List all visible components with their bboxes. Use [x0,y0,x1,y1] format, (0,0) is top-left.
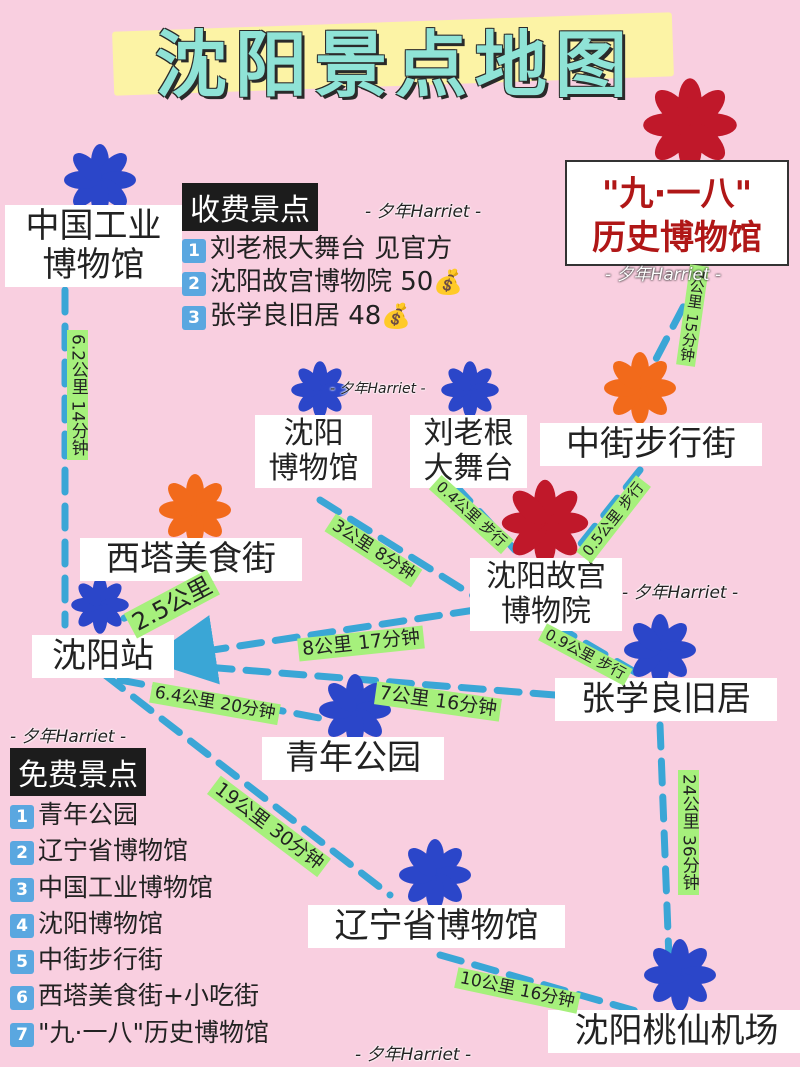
free-attractions-header: 免费景点 [10,748,146,796]
distance-zhang-airport: 24公里 36分钟 [678,770,699,895]
place-shenyang-museum[interactable]: 沈阳 博物馆 [255,415,372,488]
flower-icon [441,361,499,419]
number-keycap-icon: 2 [182,272,206,297]
number-keycap-icon: 1 [10,805,34,829]
list-item-text: 青年公园 [38,800,139,829]
list-item-text: 中街步行街 [38,945,164,974]
flower-icon [159,474,231,546]
title-text: 沈阳景点地图 [154,23,635,107]
watermark: - 夕年Harriet - [10,727,127,747]
list-item-text: 沈阳博物馆 [38,908,164,938]
place-xita-food-street[interactable]: 西塔美食街 [80,538,302,582]
number-keycap-icon: 7 [10,1022,34,1047]
list-item-text: 中国工业博物馆 [38,872,214,902]
number-keycap-icon: 5 [10,950,34,974]
number-keycap-icon: 3 [182,305,206,330]
place-taoxian-airport[interactable]: 沈阳桃仙机场 [548,1010,800,1054]
place-sept18-museum[interactable]: "九·一八" 历史博物馆 [565,160,789,266]
number-keycap-icon: 2 [10,841,34,866]
paid-attractions-header: 收费景点 [182,183,318,231]
flower-icon [624,614,696,686]
list-item-text: 辽宁省博物馆 [38,836,189,866]
list-item-text: "九·一八"历史博物馆 [38,1017,269,1047]
place-label: 大舞台 [423,450,514,486]
place-zhang-xueliang-residence[interactable]: 张学良旧居 [555,678,777,722]
place-label: 沈阳故宫 [486,559,606,594]
place-zhongjie-street[interactable]: 中街步行街 [540,423,762,467]
place-label: 沈阳 [283,416,344,451]
number-keycap-icon: 4 [10,913,34,938]
place-china-industry-museum[interactable]: 中国工业 博物馆 [5,205,182,288]
route-station-liaoning [101,671,394,899]
place-label: "九·一八" [601,174,753,214]
place-shenyang-palace-museum[interactable]: 沈阳故宫 博物院 [470,558,622,631]
flower-icon [399,839,471,911]
route-palace-station [145,606,479,685]
money-bag-icon: 💰 [433,268,464,297]
flower-icon [71,576,129,634]
place-label: 博物馆 [42,245,145,286]
place-shenyang-station[interactable]: 沈阳站 [32,635,174,679]
number-keycap-icon: 3 [10,877,34,902]
list-item-text: 张学良旧居 48 [210,300,382,331]
place-label: 刘老根 [423,416,514,451]
watermark: - 夕年Harriet - [330,381,426,397]
flower-icon [644,939,716,1011]
place-liaoning-museum[interactable]: 辽宁省博物馆 [308,905,565,949]
place-label: 博物院 [501,593,591,629]
money-bag-icon: 💰 [381,301,412,330]
flower-icon [501,479,589,567]
route-zhang-station [176,661,559,699]
list-item-text: 刘老根大舞台 见官方 [210,234,453,264]
place-label: 博物馆 [268,450,359,486]
list-item-text: 西塔美食街+小吃街 [38,981,259,1011]
distance-industry-station: 6.2公里 14分钟 [67,330,88,461]
number-keycap-icon: 6 [10,986,34,1011]
place-liulaogen-stage[interactable]: 刘老根 大舞台 [410,415,527,488]
watermark: - 夕年Harriet - [365,202,482,222]
map-title: 沈阳景点地图 [95,6,695,107]
place-label: 历史博物馆 [592,218,762,258]
list-item-text: 沈阳故宫博物院 50 [210,267,434,298]
watermark: - 夕年Harriet - [622,583,739,603]
place-youth-park[interactable]: 青年公园 [262,737,444,781]
watermark: - 夕年Harriet - [355,1045,472,1065]
route-zhang-airport [656,721,674,989]
number-keycap-icon: 1 [182,239,206,263]
place-label: 中国工业 [25,206,162,246]
watermark: - 夕年Harriet - [605,265,722,285]
route-shenyangmuseum-palace [316,496,484,604]
flower-icon [604,352,676,424]
list-item[interactable]: 7"九·一八"历史博物馆 [10,1015,269,1051]
